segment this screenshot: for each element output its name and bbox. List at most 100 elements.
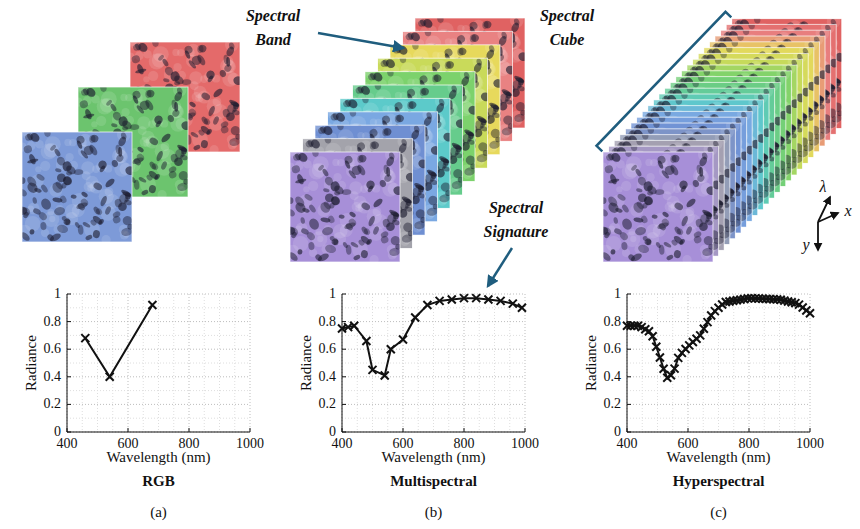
cube-bracket <box>597 12 732 152</box>
data-marker <box>509 300 517 308</box>
data-marker <box>460 294 468 302</box>
grid-line <box>627 294 628 432</box>
grid-line <box>342 432 525 433</box>
tile-cells <box>22 132 132 242</box>
spectrum-curve <box>85 305 152 377</box>
grid-line <box>627 418 810 419</box>
grid-line <box>204 294 205 432</box>
grid-line <box>342 376 525 377</box>
data-marker <box>81 334 89 342</box>
tick-label: 1000 <box>796 436 824 452</box>
tick-mark <box>342 404 346 405</box>
y-axis <box>627 294 628 432</box>
tick-mark <box>627 294 631 295</box>
grid-line <box>342 335 525 336</box>
grid-line <box>627 404 810 405</box>
image-tile <box>285 148 404 264</box>
y-axis <box>67 294 68 432</box>
panel-letter: (a) <box>150 504 167 520</box>
data-marker <box>518 304 526 312</box>
axis-label: λ <box>820 179 827 195</box>
grid-line <box>67 307 250 308</box>
annotation: Spectral Cube <box>530 4 604 52</box>
tick-mark <box>403 428 404 432</box>
grid-line <box>189 294 190 432</box>
tick-mark <box>67 349 71 350</box>
data-marker <box>369 366 377 374</box>
tick-mark <box>627 404 631 405</box>
tick-mark <box>342 349 346 350</box>
image-tile <box>598 148 717 264</box>
grid-line <box>342 404 525 405</box>
axis-label: y <box>802 237 809 253</box>
tick-label: 0.2 <box>44 396 62 412</box>
tile-edge <box>22 132 132 242</box>
tick-label: 1 <box>614 286 621 302</box>
grid-line <box>627 376 810 377</box>
x-axis <box>627 432 810 433</box>
grid-line <box>749 294 750 432</box>
spectral-plots <box>67 294 814 432</box>
tick-label: 1 <box>54 286 61 302</box>
tick-label: 400 <box>617 436 638 452</box>
tick-mark <box>464 428 465 432</box>
grid-line <box>67 321 250 322</box>
data-marker <box>148 301 156 309</box>
image-stacks <box>17 14 846 264</box>
data-marker <box>671 365 679 373</box>
line-plot <box>623 294 814 432</box>
axis-title: Radiance <box>23 335 39 391</box>
tick-label: 0.4 <box>604 369 622 385</box>
tick-mark <box>688 428 689 432</box>
data-marker <box>484 296 492 304</box>
grid-line <box>67 363 250 364</box>
tick-label: 0.6 <box>44 341 62 357</box>
grid-line <box>342 363 525 364</box>
grid-line <box>433 294 434 432</box>
grid-line <box>627 294 810 295</box>
grid-line <box>342 321 525 322</box>
image-tile <box>17 128 136 244</box>
tick-mark <box>342 432 346 433</box>
data-marker <box>652 343 660 351</box>
band-arrow <box>318 33 403 48</box>
tick-mark <box>250 428 251 432</box>
tick-mark <box>342 294 346 295</box>
tick-label: 0.4 <box>44 369 62 385</box>
grid-line <box>627 321 810 322</box>
tick-label: 0.8 <box>44 314 62 330</box>
tick-mark <box>627 349 631 350</box>
annotation: Spectral Band <box>236 4 310 52</box>
grid-line <box>464 294 465 432</box>
grid-line <box>67 335 250 336</box>
tick-label: 1000 <box>511 436 539 452</box>
grid-line <box>494 294 495 432</box>
y-axis-arrow <box>817 222 819 250</box>
data-marker <box>350 322 358 330</box>
grid-line <box>342 390 525 391</box>
tick-label: 0.2 <box>604 396 622 412</box>
data-marker <box>399 336 407 344</box>
axis-title: Wavelength (nm) <box>381 449 485 465</box>
tick-mark <box>67 432 71 433</box>
tick-label: 1 <box>329 286 336 302</box>
tick-mark <box>189 428 190 432</box>
data-marker <box>362 337 370 345</box>
tick-label: 0.2 <box>319 396 337 412</box>
signature-arrow <box>488 248 512 286</box>
data-marker <box>448 296 456 304</box>
tick-label: 0.6 <box>319 341 337 357</box>
grid-line <box>173 294 174 432</box>
grid-line <box>67 349 250 350</box>
tick-mark <box>342 321 346 322</box>
tile-edge <box>603 152 713 262</box>
panel-title: RGB <box>142 473 175 489</box>
axis-title: Wavelength (nm) <box>106 449 210 465</box>
data-marker <box>106 373 114 381</box>
grid-line <box>448 294 449 432</box>
grid-line <box>158 294 159 432</box>
y-axis <box>342 294 343 432</box>
data-marker <box>411 313 419 321</box>
grid-line <box>219 294 220 432</box>
